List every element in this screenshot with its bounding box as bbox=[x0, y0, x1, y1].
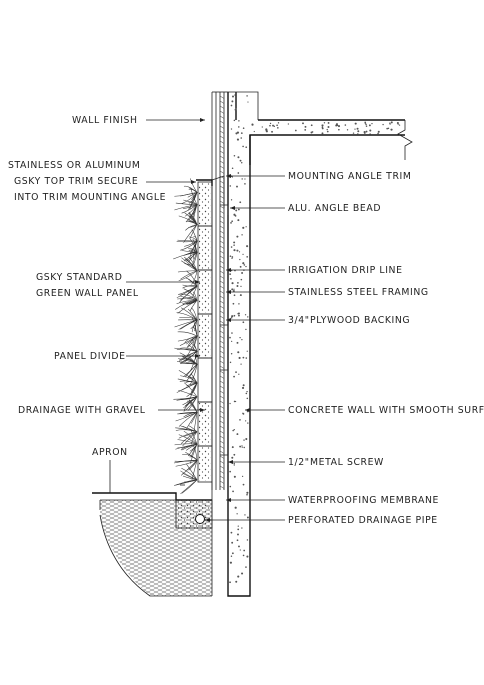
label-drip-line: IRRIGATION DRIP LINE bbox=[288, 265, 403, 276]
membrane-ticks bbox=[219, 95, 225, 489]
label-plywood-fraction: 3/4" bbox=[288, 315, 310, 326]
plants bbox=[173, 178, 198, 495]
label-panel-divide: PANEL DIVIDE bbox=[54, 351, 126, 362]
label-top-trim-1: STAINLESS OR ALUMINUM bbox=[8, 160, 140, 171]
concrete-wall bbox=[227, 91, 413, 597]
label-mounting-angle-trim: MOUNTING ANGLE TRIM bbox=[288, 171, 411, 182]
label-metal-screw: METAL SCREW bbox=[310, 457, 384, 468]
drain-pipe bbox=[195, 514, 205, 524]
ground bbox=[92, 482, 213, 597]
label-drainage-gravel: DRAINAGE WITH GRAVEL bbox=[18, 405, 146, 416]
label-concrete-wall: CONCRETE WALL WITH SMOOTH SURFACE bbox=[288, 405, 484, 416]
label-screw-fraction: 1/2" bbox=[288, 457, 310, 468]
label-top-trim-3: INTO TRIM MOUNTING ANGLE bbox=[14, 192, 166, 203]
label-apron: APRON bbox=[92, 447, 128, 458]
label-panel-1: GSKY STANDARD bbox=[36, 272, 122, 283]
concrete-speckles bbox=[229, 94, 401, 584]
label-panel-2: GREEN WALL PANEL bbox=[36, 288, 139, 299]
labels-left: WALL FINISH STAINLESS OR ALUMINUM GSKY T… bbox=[8, 115, 166, 458]
label-angle-bead: ALU. ANGLE BEAD bbox=[288, 203, 381, 214]
label-drain-pipe: PERFORATED DRAINAGE PIPE bbox=[288, 515, 438, 526]
leader-lines bbox=[109, 118, 285, 522]
label-steel-framing: STAINLESS STEEL FRAMING bbox=[288, 287, 429, 298]
label-top-trim-2: GSKY TOP TRIM SECURE bbox=[14, 176, 138, 187]
green-wall-panels bbox=[196, 175, 229, 483]
label-wall-finish: WALL FINISH bbox=[72, 115, 138, 126]
label-membrane: WATERPROOFING MEMBRANE bbox=[288, 495, 439, 506]
labels-right: MOUNTING ANGLE TRIM ALU. ANGLE BEAD IRRI… bbox=[288, 171, 484, 526]
wall-finish-layers bbox=[211, 91, 228, 490]
label-plywood: PLYWOOD BACKING bbox=[310, 315, 410, 326]
